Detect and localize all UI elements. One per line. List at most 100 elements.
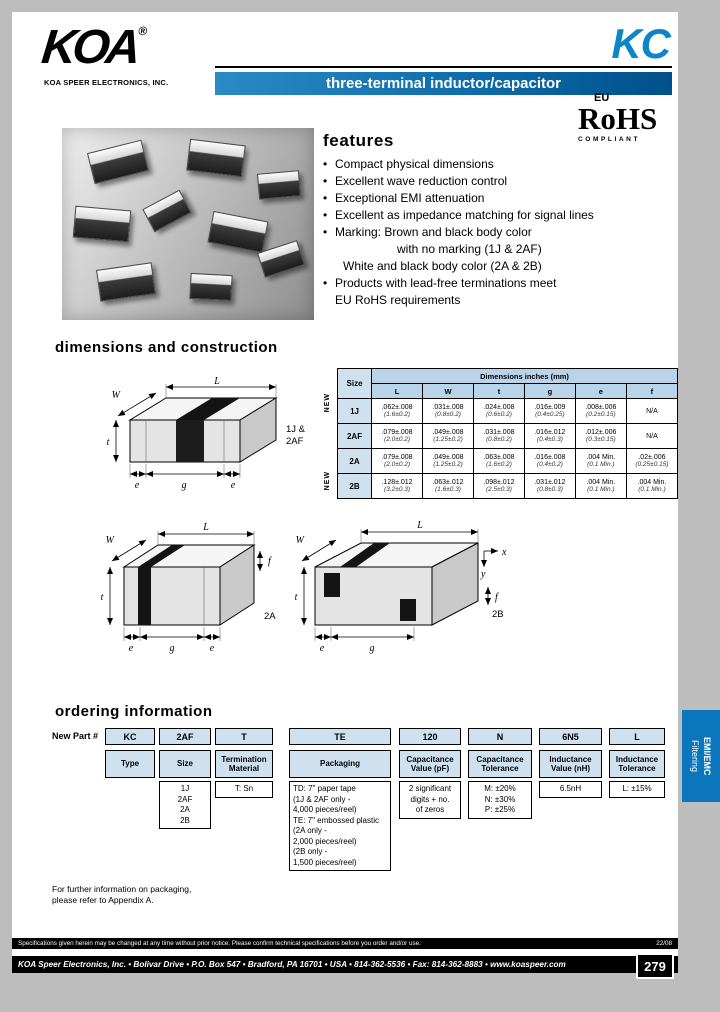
dim-cell: .02±.006(0.25±0.15): [625, 448, 679, 474]
component-chip-8: [189, 272, 233, 302]
feature-item: Exceptional EMI attenuation: [323, 190, 671, 207]
dim-label-e: e: [320, 643, 325, 654]
col-header-W: W: [422, 383, 474, 399]
component-chip-9: [257, 240, 305, 278]
dim-cell: .004 Min.(0.1 Min.): [574, 473, 627, 499]
new-badge-2b: NEW: [324, 471, 331, 491]
diagram-2a: L W t f e g e 2A: [101, 522, 277, 654]
component-chip-5: [142, 189, 192, 233]
ordering-column-type: KC Type: [105, 728, 155, 781]
dim-label-t: t: [295, 592, 298, 603]
component-chip-2: [186, 138, 246, 178]
packaging-footnote: For further information on packaging, pl…: [52, 884, 192, 905]
disclaimer-text: Specifications given herein may be chang…: [18, 940, 421, 947]
page-number: 279: [644, 958, 666, 974]
dim-label-e: e: [231, 480, 236, 491]
column-header-size: Size: [159, 750, 211, 778]
part-code-box-packaging: TE: [289, 728, 391, 745]
dim-label-y: y: [480, 569, 486, 580]
rohs-logo: EU RoHS COMPLIANT: [578, 92, 678, 143]
component-chip-3: [256, 170, 302, 200]
dim-label-f: f: [268, 556, 272, 567]
product-photo: [62, 128, 314, 320]
dim-label-g: g: [182, 480, 187, 491]
component-chip-7: [96, 262, 156, 302]
dim-cell: .049±.008(1.25±0.2): [422, 423, 474, 449]
component-chip-1: [86, 139, 150, 185]
feature-text: Marking: Brown and black body color: [335, 225, 532, 239]
dim-cell: .063±.008(1.6±0.2): [472, 448, 525, 474]
feature-item: Products with lead-free terminations mee…: [323, 275, 671, 309]
diagram-caption-1j-2af: 1J &: [286, 424, 306, 435]
dim-cell: .098±.012(2.5±0.3): [472, 473, 525, 499]
ordering-title: ordering information: [55, 703, 213, 720]
part-code-box-cap-tolerance: N: [468, 728, 532, 745]
feature-item: Excellent wave reduction control: [323, 173, 671, 190]
date-code: 22/08: [656, 940, 672, 947]
component-chip-4: [72, 205, 132, 243]
koa-logo: KOA®: [39, 20, 148, 75]
company-line: KOA Speer Electronics, Inc. • Bolivar Dr…: [18, 960, 566, 969]
size-cell: 2B: [336, 473, 373, 499]
dim-cell: .004 Min.(0.1 Min.): [625, 473, 679, 499]
side-tab-line1: EMI/EMC: [702, 736, 712, 776]
column-detail-ind-tolerance: L: ±15%: [609, 781, 665, 798]
col-header-e: e: [574, 383, 627, 399]
side-tab-line2: Filtering: [690, 739, 700, 772]
feature-text: with no marking (1J & 2AF): [397, 242, 542, 256]
size-cell: 1J: [336, 398, 373, 424]
part-code-box-size: 2AF: [159, 728, 211, 745]
diagram-caption-2a: 2A: [264, 611, 276, 622]
subtitle-text: three-terminal inductor/capacitor: [325, 75, 562, 92]
new-badge-1j: NEW: [324, 393, 331, 413]
dim-cell: N/A: [625, 398, 679, 424]
registered-mark: ®: [137, 24, 148, 38]
col-header-L: L: [371, 383, 424, 399]
side-tab-emi-emc: EMI/EMC Filtering: [682, 710, 720, 802]
page-number-box: 279: [636, 953, 674, 979]
spec-disclaimer-bar: Specifications given herein may be chang…: [12, 938, 678, 949]
dim-label-x: x: [501, 547, 507, 558]
diagram-caption-2b: 2B: [492, 609, 504, 620]
table-span-header: Dimensions inches (mm): [371, 368, 678, 384]
column-detail-cap-tolerance: M: ±20% N: ±30% P: ±25%: [468, 781, 532, 819]
feature-item: Marking: Brown and black body color with…: [323, 224, 671, 275]
dim-cell: .063±.012(1.6±0.3): [422, 473, 474, 499]
product-code: KC: [611, 20, 671, 67]
header-rule: [215, 66, 672, 68]
features-title: features: [323, 131, 394, 150]
brand-text: KOA: [39, 21, 140, 74]
dim-label-W: W: [106, 535, 116, 546]
datasheet-page: KOA® KOA SPEER ELECTRONICS, INC. KC thre…: [12, 12, 679, 979]
rohs-name: RoHS: [578, 101, 658, 136]
dimensions-title: dimensions and construction: [55, 339, 278, 356]
dim-label-t: t: [101, 592, 104, 603]
dim-cell: .016±.009(0.4±0.25): [523, 398, 576, 424]
size-cell: 2A: [336, 448, 373, 474]
dim-label-L: L: [416, 520, 423, 531]
dim-label-L: L: [213, 376, 220, 387]
dim-cell: .004 Min.(0.1 Min.): [574, 448, 627, 474]
column-detail-size: 1J 2AF 2A 2B: [159, 781, 211, 829]
diagram-2b: L W t x y f e g 2B: [295, 520, 507, 654]
column-detail-ind-value: 6.5nH: [539, 781, 602, 798]
table-row: 2B .128±.012(3.2±0.3) .063±.012(1.6±0.3)…: [336, 473, 679, 499]
dim-cell: .016±.012(0.4±0.3): [523, 423, 576, 449]
table-row: 1J .062±.008(1.6±0.2) .031±.008(0.8±0.2)…: [336, 398, 679, 424]
table-row: 2AF .079±.008(2.0±0.2) .049±.008(1.25±0.…: [336, 423, 679, 449]
part-code-box-cap-value: 120: [399, 728, 461, 745]
dim-label-g: g: [370, 643, 375, 654]
feature-text: Excellent wave reduction control: [335, 174, 508, 188]
rohs-compliant: COMPLIANT: [578, 136, 641, 143]
ordering-column-packaging: TE Packaging TD: 7" paper tape (1J & 2AF…: [289, 728, 391, 871]
dim-label-e: e: [210, 643, 215, 654]
feature-item: Compact physical dimensions: [323, 156, 671, 173]
